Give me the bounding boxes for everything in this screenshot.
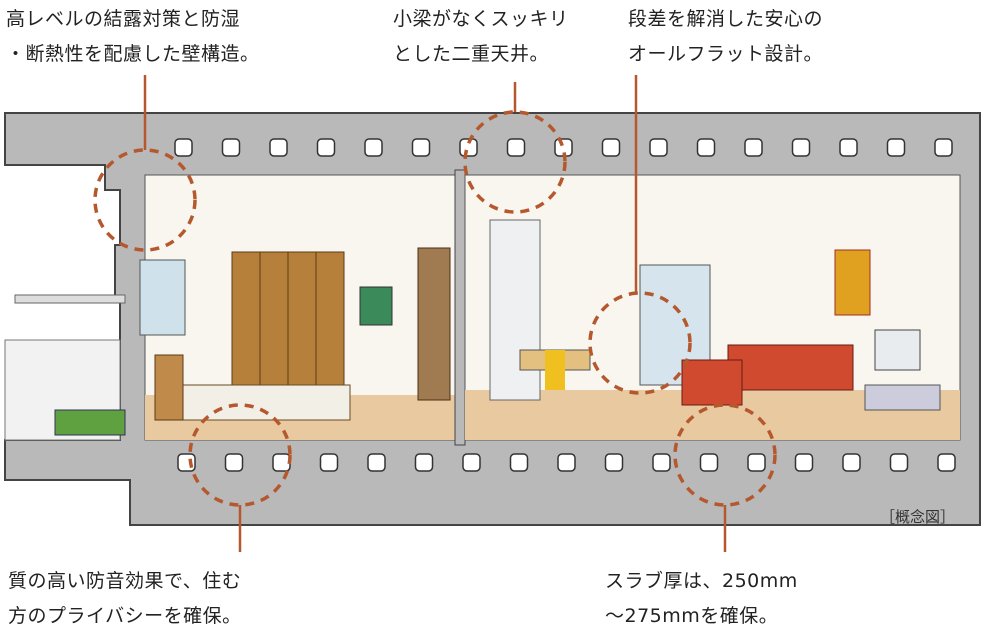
slab-void-hole — [272, 453, 291, 472]
slab-void-hole — [604, 453, 624, 472]
slab-void-hole — [934, 138, 953, 157]
slab-void-hole — [699, 453, 719, 472]
slab-void-hole — [601, 138, 621, 157]
slab-void-hole — [221, 138, 241, 157]
slab-void-hole — [177, 453, 196, 472]
caption-line: とした二重天井。 — [393, 43, 550, 65]
slab-void-hole — [414, 453, 434, 472]
slab-void-hole — [506, 138, 526, 157]
bed-headboard — [154, 354, 184, 421]
slab-highlight-circle — [673, 403, 777, 507]
slab-void-hole — [557, 453, 576, 472]
slab-void-hole — [937, 453, 956, 472]
caption-line: 段差を解消した安心の — [628, 8, 824, 30]
soundproof-highlight-circle — [188, 403, 292, 507]
slab-void-hole — [696, 138, 716, 157]
slab-void-hole — [319, 453, 339, 472]
caption-line: ・断熱性を配慮した壁構造。 — [6, 43, 260, 65]
slab-void-hole — [744, 138, 763, 157]
bed — [154, 384, 351, 421]
slab-void-hole — [652, 453, 671, 472]
concept-diagram-note: ［概念図］ — [880, 508, 956, 526]
art-panel — [834, 249, 871, 316]
bedroom-door — [417, 247, 451, 401]
caption-line: 小梁がなくスッキリ — [393, 8, 569, 30]
caption-line: スラブ厚は、250mm — [605, 570, 798, 592]
ceiling-highlight-circle — [463, 110, 567, 214]
soundproof-caption: 質の高い防音効果で、住む 方のプライバシーを確保。 — [8, 564, 242, 634]
partition-wall — [454, 169, 466, 446]
slab-void-hole — [459, 138, 478, 157]
slab-void-hole — [367, 453, 386, 472]
tv — [874, 329, 921, 371]
slab-void-hole — [886, 138, 906, 157]
slab-void-hole — [842, 453, 861, 472]
kitchen-counter — [489, 219, 541, 401]
caption-line: 高レベルの結露対策と防湿 — [6, 8, 241, 30]
slab-void-hole — [747, 453, 766, 472]
caption-line: ～275mmを確保。 — [605, 605, 779, 627]
table-runner — [545, 350, 565, 390]
slab-void-hole — [316, 138, 336, 157]
floor-flat-highlight-circle — [588, 291, 692, 395]
wall-caption: 高レベルの結露対策と防湿 ・断熱性を配慮した壁構造。 — [6, 2, 260, 72]
slab-void-hole — [794, 453, 814, 472]
painting — [359, 286, 393, 326]
sofa — [727, 344, 854, 391]
slab-void-hole — [791, 138, 811, 157]
slab-caption: スラブ厚は、250mm ～275mmを確保。 — [605, 564, 798, 634]
slab-void-hole — [649, 138, 668, 157]
caption-line: 方のプライバシーを確保。 — [8, 605, 242, 627]
tv-stand — [864, 384, 941, 411]
slab-void-hole — [411, 138, 431, 157]
planter — [54, 409, 126, 436]
ceiling-caption: 小梁がなくスッキリ とした二重天井。 — [393, 2, 569, 72]
slab-void-hole — [889, 453, 909, 472]
balcony-railing — [14, 294, 126, 304]
caption-line: オールフラット設計。 — [628, 43, 824, 65]
slab-void-hole — [839, 138, 858, 157]
window — [139, 259, 186, 336]
floor-flat-caption: 段差を解消した安心の オールフラット設計。 — [628, 2, 823, 72]
armchair — [681, 359, 743, 406]
slab-void-hole — [462, 453, 481, 472]
caption-line: 質の高い防音効果で、住む — [8, 570, 242, 592]
slab-void-hole — [509, 453, 529, 472]
wall-highlight-circle — [93, 148, 197, 252]
slab-void-hole — [364, 138, 383, 157]
slab-void-hole — [269, 138, 288, 157]
slab-void-hole — [224, 453, 244, 472]
slab-void-holes — [174, 138, 956, 472]
slab-void-hole — [174, 138, 193, 157]
